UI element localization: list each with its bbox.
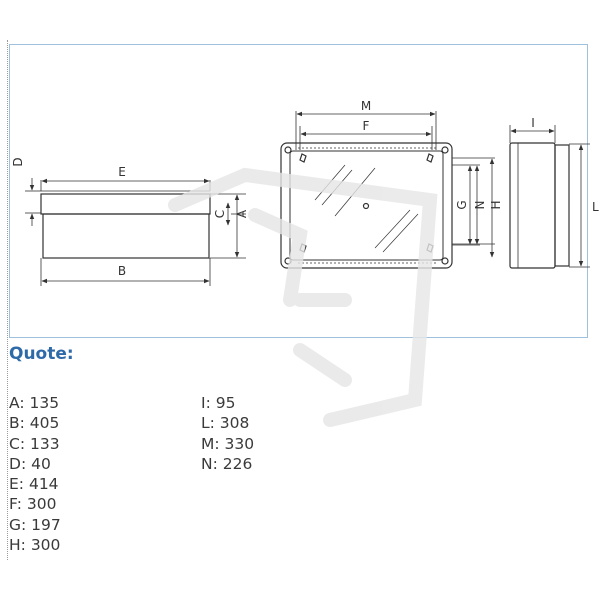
quote-title: Quote: [9, 344, 74, 364]
end-view [509, 125, 590, 269]
quote-row-D: D: 40 [9, 454, 51, 473]
side-view-lid [40, 193, 211, 215]
dim-label-M: M [361, 99, 371, 113]
quote-row-H: H: 300 [9, 536, 61, 555]
dim-label-B: B [118, 264, 126, 278]
quote-row-I: I: 95 [201, 394, 236, 412]
quote-row-M: M: 330 [201, 434, 255, 453]
front-view-inner [289, 150, 444, 261]
end-view-lid [554, 144, 570, 267]
quote-row-N: N: 226 [201, 454, 253, 473]
dim-label-N: N [473, 201, 487, 210]
dim-label-G: G [455, 200, 469, 209]
quote-row-G: G: 197 [9, 515, 61, 534]
dim-label-L: L [592, 200, 599, 214]
quote-row-E: E: 414 [9, 475, 59, 494]
quote-row-B: B: 405 [9, 414, 60, 433]
front-view [280, 111, 495, 269]
quote-row-A: A: 135 [9, 394, 60, 412]
dim-label-F: F [363, 119, 370, 133]
side-view [25, 178, 246, 286]
dim-label-A: A [235, 209, 249, 218]
quote-row-F: F: 300 [9, 495, 57, 514]
end-view-body [509, 142, 556, 269]
front-view-outer [280, 142, 453, 269]
dim-label-C: C [213, 210, 227, 218]
dim-label-D: D [11, 157, 25, 166]
quote-row-C: C: 133 [9, 434, 60, 453]
dim-label-I: I [531, 116, 535, 130]
dim-label-H: H [489, 200, 503, 209]
quote-row-L: L: 308 [201, 414, 250, 433]
quote-column-1: A: 135 B: 405 C: 133 D: 40 E: 414 F: 300… [9, 393, 61, 555]
side-view-body [42, 213, 210, 259]
technical-drawing: E B D C A M F [11, 99, 599, 286]
quote-column-2: I: 95 L: 308 M: 330 N: 226 [201, 393, 254, 474]
left-dotted-border [7, 40, 8, 560]
dim-label-E: E [118, 165, 126, 179]
